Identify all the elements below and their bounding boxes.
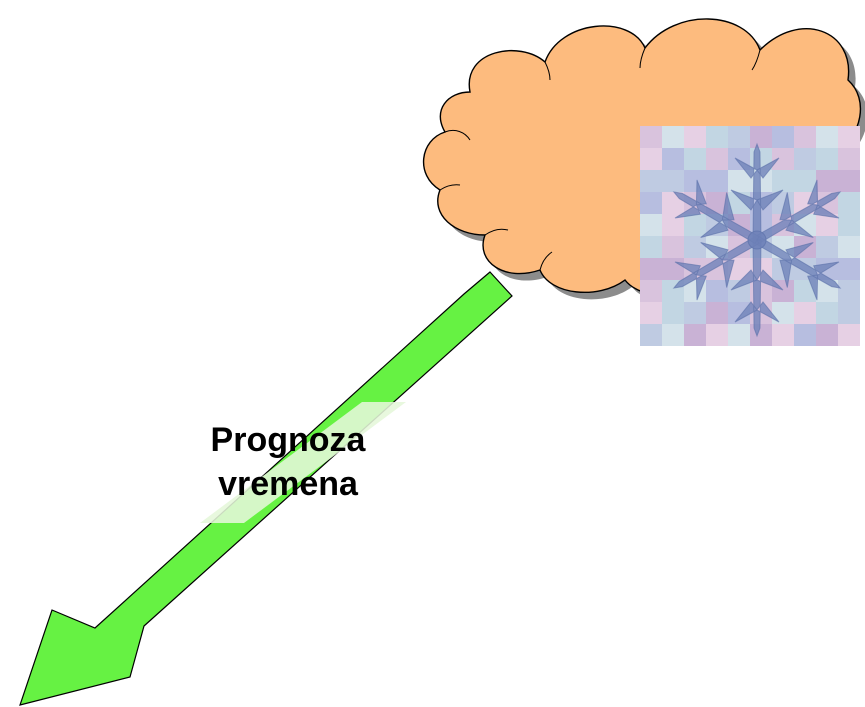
snowflake-arm bbox=[730, 239, 784, 338]
mosaic-tile bbox=[684, 302, 706, 324]
mosaic-tile bbox=[706, 192, 728, 214]
snowflake-arm-shape bbox=[672, 179, 760, 245]
mosaic-tile bbox=[640, 302, 662, 324]
mosaic-tile bbox=[640, 126, 662, 148]
mosaic-tile bbox=[662, 258, 684, 280]
mosaic-tile bbox=[816, 302, 838, 324]
arrow-down-left-icon bbox=[19, 271, 513, 706]
mosaic-tile bbox=[706, 302, 728, 324]
snowflake-arm-shape bbox=[672, 235, 760, 301]
mosaic-tile bbox=[728, 324, 750, 346]
mosaic-tile bbox=[816, 170, 838, 192]
mosaic-tile bbox=[662, 126, 684, 148]
mosaic-tile bbox=[662, 214, 684, 236]
mosaic-tile bbox=[728, 280, 750, 302]
mosaic-tile bbox=[706, 148, 728, 170]
mosaic-tile bbox=[684, 148, 706, 170]
snowflake-arm-shape bbox=[730, 239, 784, 338]
mosaic-tile bbox=[772, 170, 794, 192]
mosaic-tile bbox=[772, 302, 794, 324]
mosaic-tile bbox=[662, 302, 684, 324]
mosaic-tile bbox=[728, 302, 750, 324]
mosaic-tile bbox=[838, 170, 860, 192]
mosaic-tile bbox=[772, 126, 794, 148]
mosaic-tile bbox=[684, 170, 706, 192]
snowflake-arm bbox=[730, 142, 784, 241]
cloud-bump-lines bbox=[439, 47, 761, 271]
mosaic-tile bbox=[772, 148, 794, 170]
caption-band bbox=[200, 402, 406, 523]
mosaic-tile bbox=[640, 280, 662, 302]
snowflake-arm bbox=[672, 235, 760, 301]
mosaic-tile bbox=[662, 170, 684, 192]
mosaic-tile bbox=[684, 236, 706, 258]
mosaic-tile bbox=[640, 170, 662, 192]
mosaic-tile bbox=[706, 280, 728, 302]
mosaic-tile bbox=[838, 214, 860, 236]
mosaic-tile bbox=[684, 324, 706, 346]
mosaic-tile bbox=[728, 170, 750, 192]
mosaic-tiles bbox=[640, 126, 860, 346]
mosaic-tile bbox=[728, 126, 750, 148]
snowflake-arm bbox=[754, 235, 842, 301]
mosaic-tile bbox=[640, 214, 662, 236]
snowflake-tile bbox=[640, 126, 860, 346]
mosaic-tile bbox=[640, 324, 662, 346]
mosaic-tile bbox=[794, 148, 816, 170]
mosaic-tile bbox=[838, 126, 860, 148]
mosaic-tile bbox=[794, 126, 816, 148]
mosaic-tile bbox=[816, 236, 838, 258]
mosaic-tile bbox=[706, 170, 728, 192]
mosaic-tile bbox=[662, 236, 684, 258]
snowflake-icon bbox=[672, 142, 842, 338]
snowflake-core bbox=[747, 230, 767, 250]
mosaic-tile bbox=[706, 324, 728, 346]
mosaic-tile bbox=[662, 324, 684, 346]
caption-line-2: vremena bbox=[218, 465, 358, 503]
mosaic-tile bbox=[838, 236, 860, 258]
mosaic-tile bbox=[794, 302, 816, 324]
mosaic-tile bbox=[816, 126, 838, 148]
mosaic-tile bbox=[838, 280, 860, 302]
mosaic-tile bbox=[794, 324, 816, 346]
mosaic-tile bbox=[838, 258, 860, 280]
mosaic-tile bbox=[640, 236, 662, 258]
mosaic-tile bbox=[816, 148, 838, 170]
mosaic-tile bbox=[684, 126, 706, 148]
snowflake-arm bbox=[754, 179, 842, 245]
snowflake-arm-shape bbox=[754, 235, 842, 301]
mosaic-tile bbox=[750, 324, 772, 346]
mosaic-tile bbox=[640, 148, 662, 170]
caption-text: Prognoza vremena bbox=[178, 418, 398, 506]
mosaic-tile bbox=[816, 214, 838, 236]
mosaic-tile bbox=[772, 324, 794, 346]
mosaic-tile bbox=[684, 214, 706, 236]
mosaic-tile bbox=[816, 324, 838, 346]
mosaic-tile bbox=[794, 280, 816, 302]
mosaic-tile bbox=[640, 192, 662, 214]
mosaic-tile bbox=[750, 126, 772, 148]
snowflake-arm-shape bbox=[754, 179, 842, 245]
mosaic-tile bbox=[662, 148, 684, 170]
mosaic-tile bbox=[838, 148, 860, 170]
mosaic-tile bbox=[706, 126, 728, 148]
mosaic-tile bbox=[838, 324, 860, 346]
mosaic-tile bbox=[794, 170, 816, 192]
mosaic-tile bbox=[838, 302, 860, 324]
snowflake-arm bbox=[672, 179, 760, 245]
mosaic-tile bbox=[640, 258, 662, 280]
mosaic-tile bbox=[838, 192, 860, 214]
caption-line-1: Prognoza bbox=[210, 421, 366, 459]
snowflake-arm-shape bbox=[730, 142, 784, 241]
